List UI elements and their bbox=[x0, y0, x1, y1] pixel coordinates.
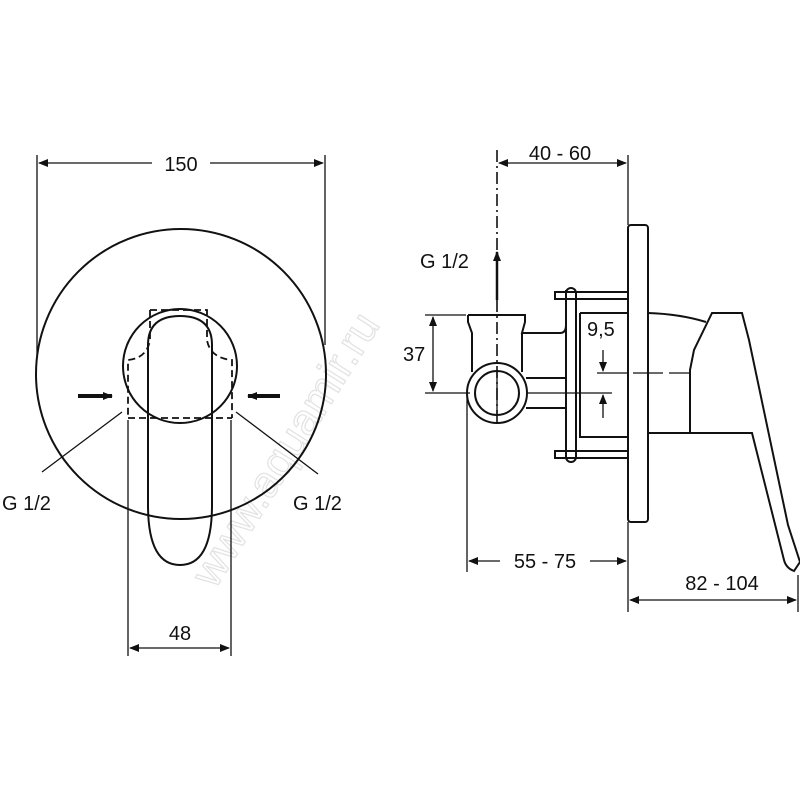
dimension-37: 37 bbox=[403, 344, 425, 366]
inlet-label-left: G 1/2 bbox=[2, 493, 51, 515]
valve-body-top bbox=[467, 290, 567, 372]
cartridge-housing bbox=[579, 312, 628, 438]
outlet-label: G 1/2 bbox=[420, 251, 469, 273]
dimension-9-5: 9,5 bbox=[587, 319, 615, 341]
leader-line bbox=[41, 411, 123, 473]
dimension-40-60: 40 - 60 bbox=[529, 143, 591, 165]
inlet-label-right: G 1/2 bbox=[293, 493, 342, 515]
cartridge-cap bbox=[122, 308, 238, 424]
lever-front bbox=[147, 314, 213, 567]
valve-body-arm bbox=[521, 333, 567, 445]
mounting-bracket bbox=[565, 287, 577, 463]
lever-side bbox=[689, 312, 800, 573]
dimension-82-104: 82 - 104 bbox=[685, 573, 758, 595]
leader-line bbox=[235, 411, 319, 475]
dimension-55-75: 55 - 75 bbox=[514, 551, 576, 573]
dimension-48: 48 bbox=[169, 623, 191, 645]
rosette-outline bbox=[35, 228, 327, 520]
lever-housing-top bbox=[647, 312, 707, 323]
dimension-150: 150 bbox=[164, 154, 197, 176]
front-view: 150 48 G 1/2 G 1/2 bbox=[2, 154, 342, 656]
hidden-body-outline bbox=[127, 309, 233, 419]
side-view: G 1/2 40 - 60 37 9,5 55 bbox=[403, 143, 800, 612]
